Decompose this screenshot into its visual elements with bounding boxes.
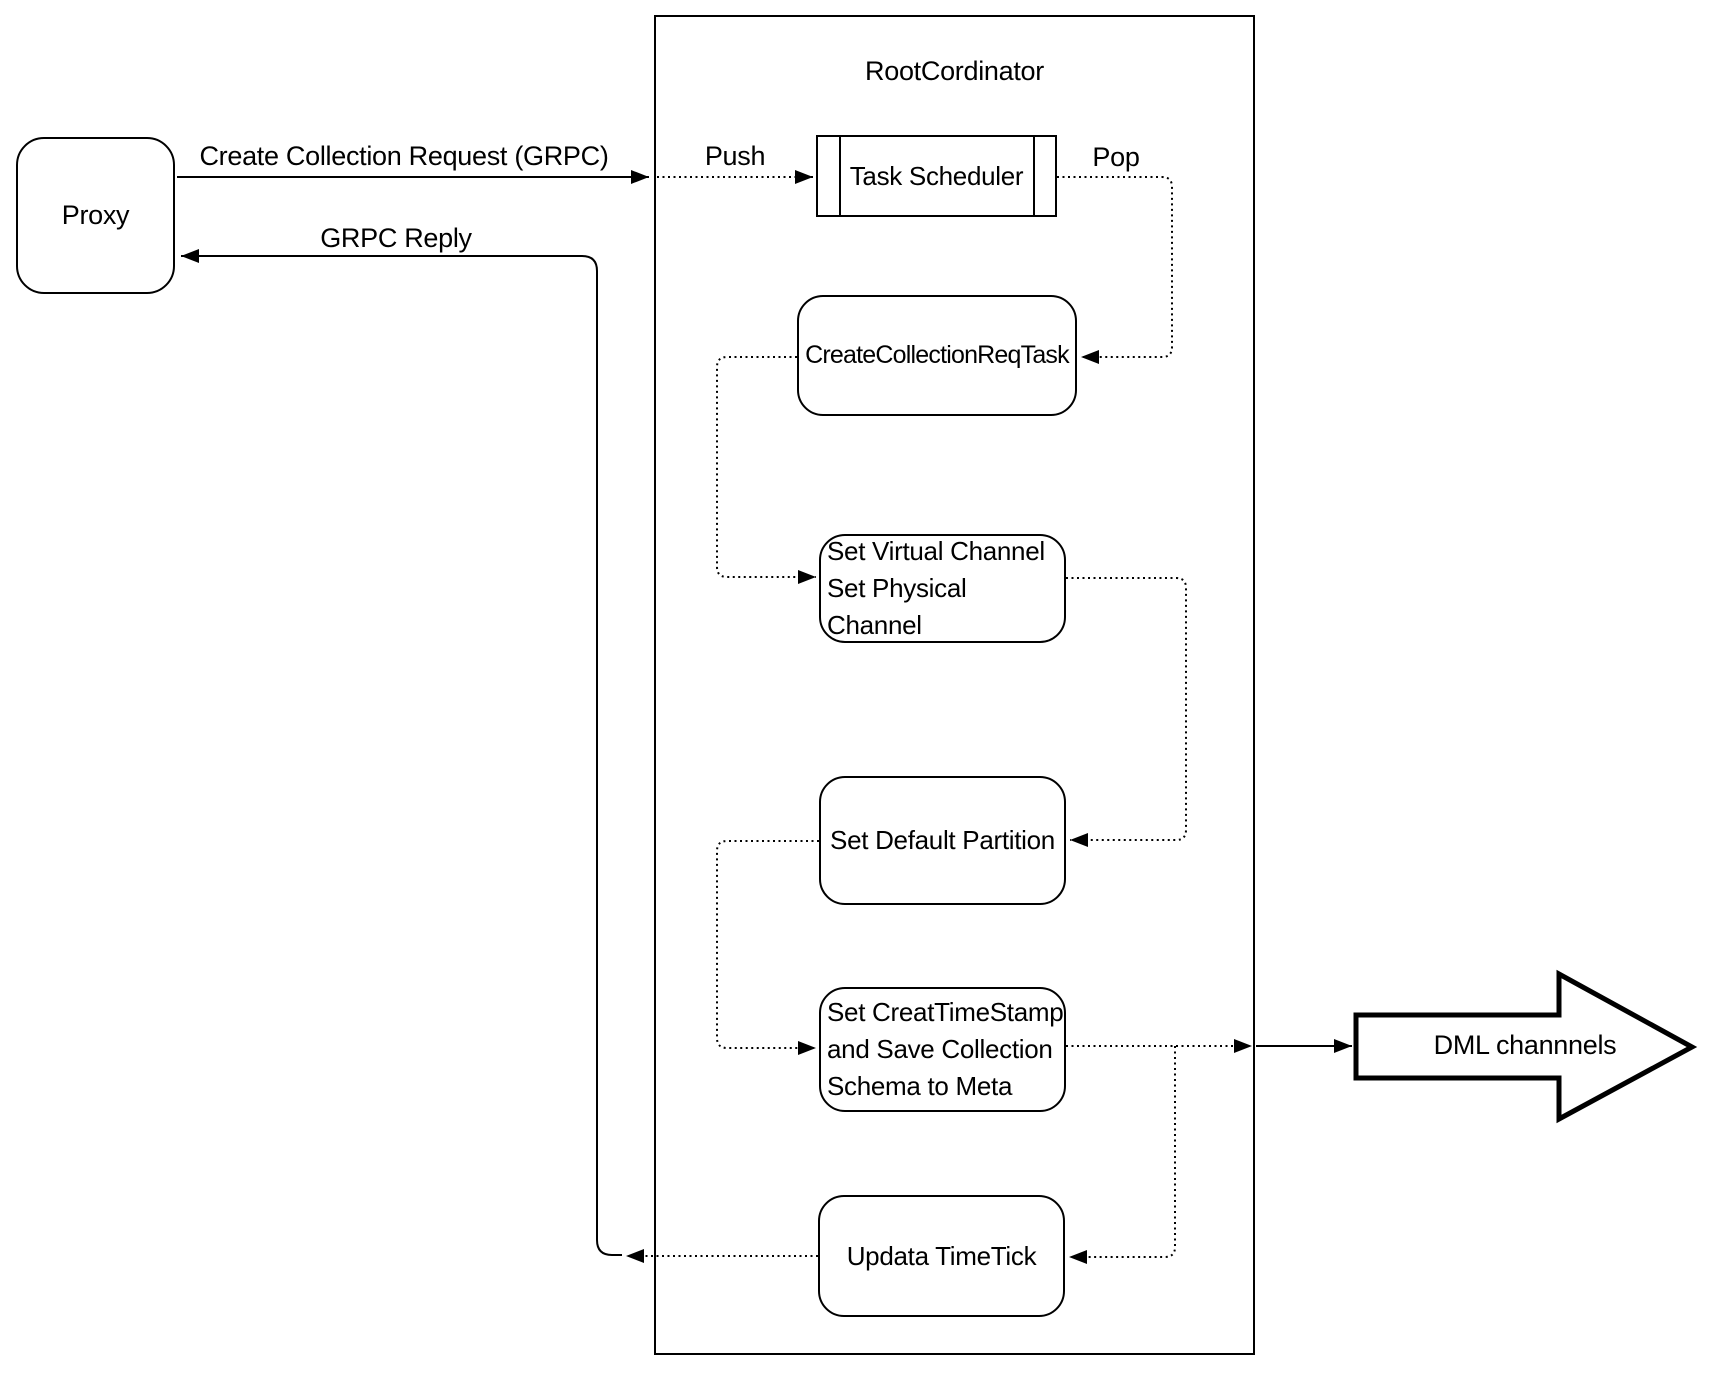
set-channels-node: Set Virtual Channel Set Physical Channel [819, 534, 1066, 643]
updata-timetick-node: Updata TimeTick [818, 1195, 1065, 1317]
rootcoordinator-title: RootCordinator [865, 56, 1044, 86]
create-collection-request-label: Create Collection Request (GRPC) [199, 141, 609, 171]
set-creat-timestamp-line2: and Save Collection [827, 1034, 1053, 1064]
proxy-label: Proxy [61, 200, 130, 230]
set-default-partition-label: Set Default Partition [830, 825, 1055, 855]
edge-setchannels-to-setdefault [1066, 577, 1187, 847]
dml-channels-label: DML channnels [1433, 1030, 1617, 1060]
task-scheduler-right-bar [1033, 137, 1035, 215]
set-default-partition-node: Set Default Partition [819, 776, 1066, 905]
edge-ccrt-to-setchannels [716, 356, 816, 584]
set-channels-line2: Set Physical Channel [827, 573, 967, 640]
create-collection-req-task-label: CreateCollectionReqTask [805, 341, 1069, 369]
grpc-reply-label: GRPC Reply [320, 223, 472, 253]
task-scheduler-label: Task Scheduler [849, 160, 1024, 191]
proxy-node: Proxy [16, 137, 175, 294]
create-collection-req-task-node: CreateCollectionReqTask [797, 295, 1077, 416]
dml-block-arrow [1353, 969, 1698, 1124]
set-creat-timestamp-line3: Schema to Meta [827, 1071, 1013, 1101]
set-creat-timestamp-node: Set CreatTimeStamp and Save Collection S… [819, 987, 1066, 1112]
pop-label: Pop [1092, 142, 1140, 172]
set-channels-line1: Set Virtual Channel [827, 536, 1045, 566]
edge-grpc-reply [181, 249, 622, 1256]
set-creat-timestamp-line1: Set CreatTimeStamp [827, 997, 1064, 1027]
task-scheduler-node: Task Scheduler [816, 135, 1057, 217]
edge-branch-to-updata [1069, 1046, 1176, 1264]
updata-timetick-label: Updata TimeTick [846, 1240, 1037, 1271]
task-scheduler-left-bar [839, 137, 841, 215]
edge-pop [1057, 176, 1173, 364]
push-label: Push [704, 141, 766, 171]
rootcoordinator-container [654, 15, 1255, 1355]
